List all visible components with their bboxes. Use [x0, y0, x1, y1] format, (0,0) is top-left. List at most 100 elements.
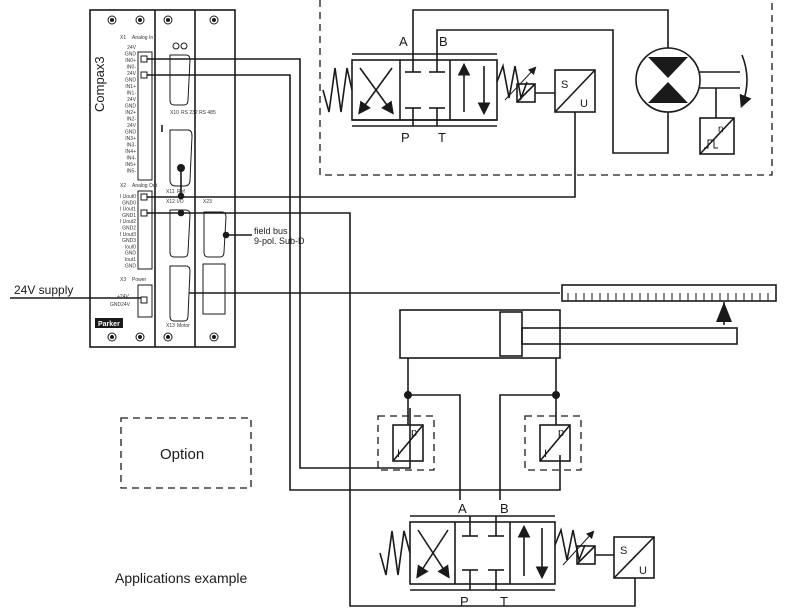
linear-scale: [561, 284, 777, 325]
x2-pin-4: GND1: [122, 213, 136, 219]
cylinder-body: [399, 309, 561, 359]
x2-pin-12: GND: [125, 263, 137, 269]
bottom-port-p: P: [460, 594, 469, 609]
bottom-valve-center: [462, 516, 504, 590]
pipe-b-motor: [436, 29, 669, 154]
pt2-p: p: [558, 427, 564, 439]
x1-terminal-b: [140, 71, 148, 79]
x1-pin-18: IN4-: [127, 156, 137, 162]
x12-sub-d: [169, 209, 191, 258]
x1-label: X1: [120, 35, 126, 41]
x2-pin-9: Iout0: [125, 244, 136, 250]
top-su-u: U: [580, 98, 588, 110]
option-box: [120, 417, 252, 489]
pipe-a-motor: [412, 9, 669, 54]
x2-pin-7: I Uout3: [120, 232, 136, 238]
top-port-p: P: [401, 130, 410, 145]
pt2-i: I: [544, 448, 547, 460]
x10-sub-d: [169, 54, 191, 106]
pt2-slash: [539, 424, 571, 462]
top-solenoid-slash: [516, 83, 536, 103]
bottom-su-s: S: [620, 545, 627, 557]
speed-sensor-pulse: [704, 139, 718, 149]
motor-arrow-down: [648, 82, 688, 103]
x13-label: X13: [166, 323, 175, 329]
x1-pin-14: GND: [125, 130, 137, 136]
field-bus-dot: [222, 231, 230, 239]
pt2-boundary: [524, 415, 582, 471]
x1-pin-10: GND: [125, 104, 137, 110]
cylinder-rod: [521, 327, 738, 345]
x11-label: X11: [166, 189, 175, 195]
x1-caption: Analog In: [132, 35, 153, 41]
x1-pin-3: IN0+: [125, 58, 136, 64]
x1-terminal-block: [137, 51, 153, 181]
brand-label: Compax3: [92, 56, 107, 112]
x1-pin-16: IN3-: [127, 143, 137, 149]
x2-pin-6: GND2: [122, 226, 136, 232]
x12-label: X12: [166, 199, 175, 205]
x1-pin-4: IN0-: [127, 65, 137, 71]
pt1-box: [392, 424, 424, 462]
bottom-solenoid-slash: [576, 545, 596, 565]
speed-sensor: [699, 117, 735, 155]
x2-pin-11: Iout1: [125, 257, 136, 263]
top-su-slash: [554, 69, 596, 113]
x12-caption: I/O: [177, 199, 184, 205]
hydraulic-cylinder: [399, 309, 738, 500]
x3-label: X3: [120, 277, 126, 283]
x10-label: X10: [170, 110, 179, 116]
x2-pin-10: GND: [125, 251, 137, 257]
wire-x2b-bottom-su: [147, 212, 636, 607]
top-valve-spring: [322, 67, 353, 113]
bottom-su-box: [613, 536, 655, 579]
scale-ticks: [567, 293, 769, 301]
bottom-su-u: U: [639, 565, 647, 577]
pipe-cyl-a: [408, 394, 461, 500]
supply-label: 24V supply: [14, 283, 73, 297]
option-slot: [202, 263, 226, 315]
motor-arrow-up: [648, 57, 688, 78]
wire-x1a-pressure-sensor-1: [147, 58, 411, 469]
junction-dot-2: [177, 209, 185, 217]
x1-pin-11: IN2+: [125, 110, 136, 116]
wire-x2a-top-su: [147, 142, 576, 198]
bottom-port-t: T: [500, 594, 508, 609]
pt1-slash: [392, 424, 424, 462]
cylinder-piston: [499, 311, 523, 357]
motor-rotation-arrow: [739, 54, 752, 108]
sub-d-label: 9-pol. Sub-D: [254, 236, 305, 246]
pt2-box: [539, 424, 571, 462]
x1-pin-15: IN3+: [125, 136, 136, 142]
controller-housing: [89, 9, 236, 348]
x23-label: X23: [203, 199, 212, 205]
x2-label: X2: [120, 183, 126, 189]
top-hydraulic-unit: S U A B P T n: [319, 0, 773, 176]
x3-caption: Power: [132, 277, 147, 283]
pt1-p: p: [411, 427, 417, 439]
bottom-valve-spring: [379, 530, 411, 576]
applications-caption: Applications example: [115, 570, 248, 586]
x1-pin-6: GND: [125, 78, 137, 84]
pt1-i: I: [397, 448, 400, 460]
top-valve-body: [351, 59, 498, 121]
ref-connector: [169, 129, 193, 187]
x1-pin-1: 24V: [127, 45, 137, 51]
x2-pin-3: I Uout1: [120, 207, 136, 213]
top-su-s: S: [561, 79, 568, 91]
bottom-valve-adjust: [562, 530, 595, 566]
x3-terminal: [140, 296, 148, 304]
bottom-valve-cross-2: [416, 529, 449, 579]
x2-pin-2: GND0: [122, 200, 136, 206]
option-label: Option: [160, 446, 204, 463]
bottom-valve: S U A B P T: [379, 501, 655, 609]
x1-pin-9: 24V: [127, 97, 137, 103]
compax3-controller: Compax3 Parker X1 Analog In 24VGNDIN0+IN…: [89, 9, 236, 348]
x13-sub-d: [169, 265, 191, 322]
x3-terminal-block: [137, 284, 153, 318]
pipe-cyl-b: [499, 394, 556, 500]
x2-pin-1: I Uout0: [120, 194, 136, 200]
x2-pin-8: GND3: [122, 238, 136, 244]
x1-pin-19: IN5+: [125, 162, 136, 168]
